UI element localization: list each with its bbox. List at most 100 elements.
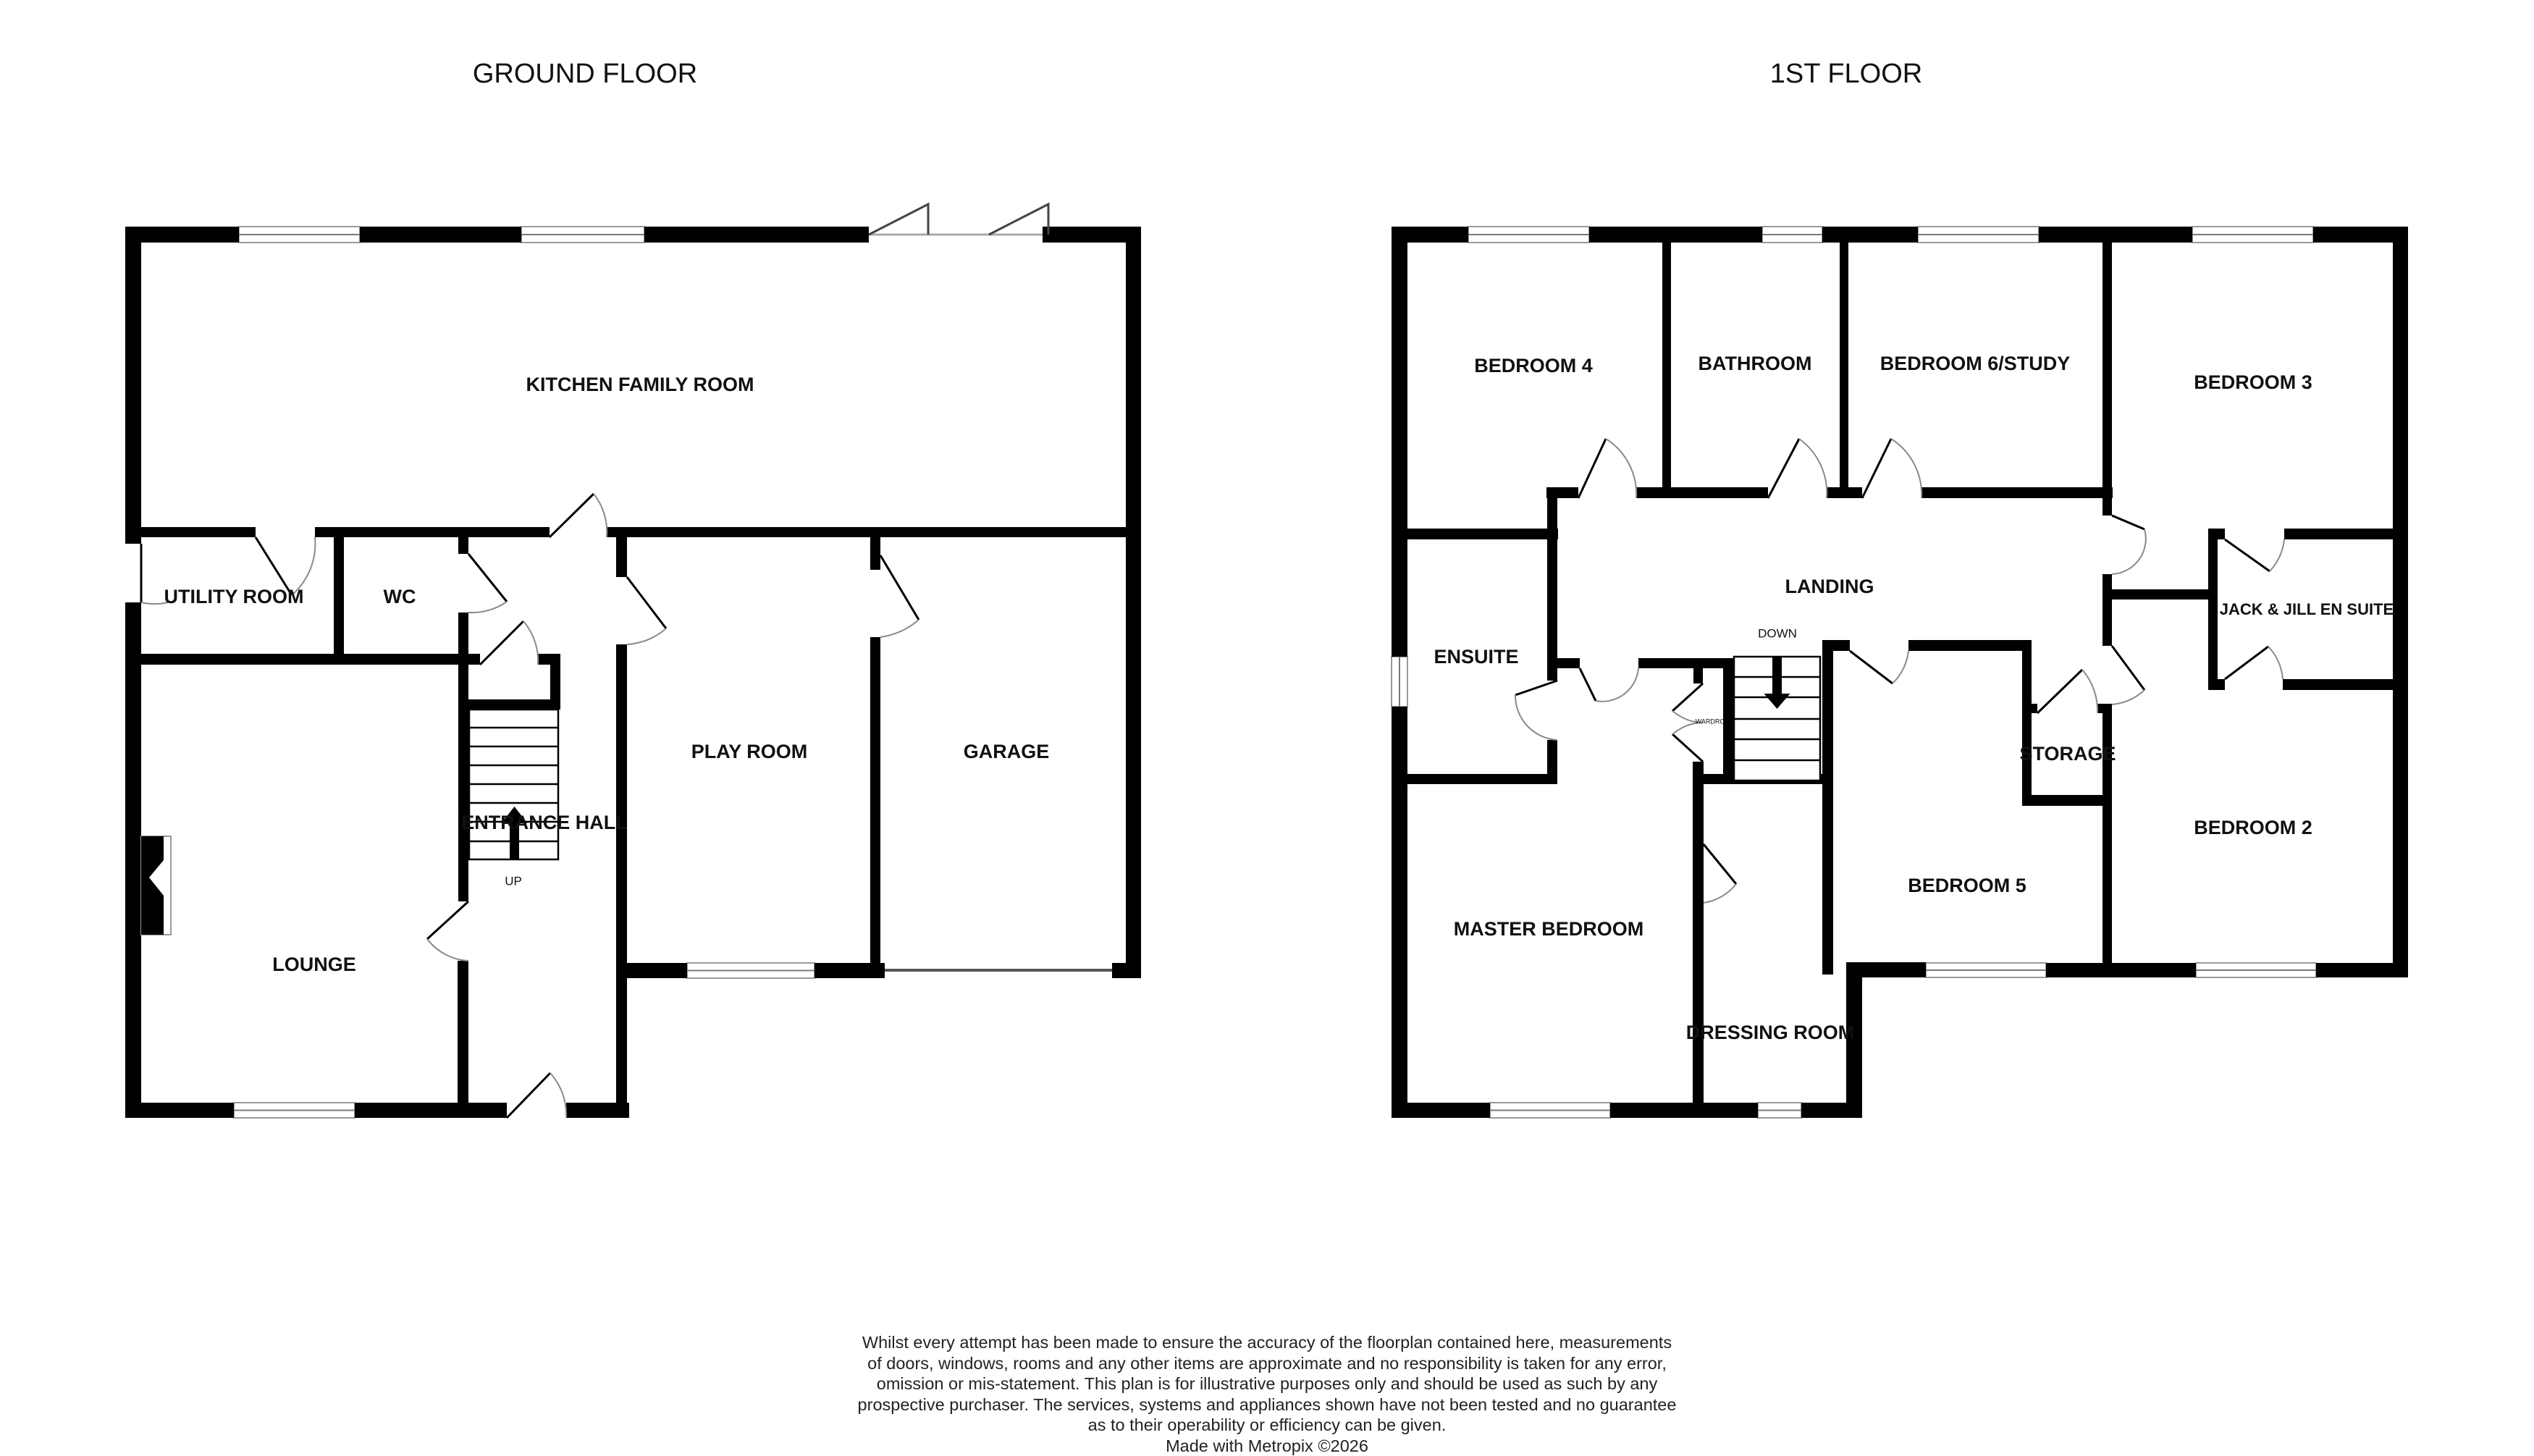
wall-segment	[616, 963, 687, 978]
wall-segment	[2284, 529, 2393, 539]
door-swing-icon	[2037, 670, 2097, 713]
room-label-master-bedroom: MASTER BEDROOM	[1454, 918, 1644, 940]
first-floor-doors	[1515, 439, 2284, 903]
staircase-icon	[1734, 657, 1820, 780]
wall-segment	[2208, 529, 2218, 690]
window-icon	[239, 227, 360, 243]
wall-segment	[1636, 487, 1768, 498]
door-swing-icon	[627, 577, 666, 644]
window-icon	[1490, 1103, 1610, 1118]
wall-segment	[607, 527, 1141, 537]
door-swing-icon	[880, 555, 919, 637]
wall-segment	[1827, 487, 1862, 498]
credit-line: Made with Metropix ©2026	[796, 1436, 1738, 1456]
wardrobe-door-icon	[1672, 683, 1703, 723]
door-swing-icon	[480, 621, 538, 665]
wall-segment	[1126, 227, 1141, 978]
door-swing-icon	[1578, 439, 1636, 498]
stair-direction-label: DOWN	[1758, 626, 1797, 640]
window-icon	[1762, 227, 1822, 243]
door-swing-icon	[2112, 516, 2146, 574]
room-label-jack-jill-en-suite: JACK & JILL EN SUITE	[2220, 600, 2394, 618]
ground-floor-plan: GROUND FLOOR KITCHEN FAMILY ROOMUTILITY …	[125, 59, 1141, 1118]
wall-segment	[315, 527, 550, 537]
wall-segment	[1840, 243, 1848, 498]
wardrobe-door-icon	[1672, 723, 1703, 762]
window-icon	[1926, 963, 2046, 977]
wall-segment	[125, 1103, 234, 1118]
room-label-wardrobe: WARDRO	[1696, 718, 1725, 725]
door-swing-icon	[1862, 439, 1921, 498]
wall-segment	[125, 602, 141, 1118]
wall-segment	[125, 527, 256, 537]
disclaimer-line: prospective purchaser. The services, sys…	[796, 1394, 1738, 1415]
stair-direction-label: UP	[505, 874, 522, 888]
window-icon	[1918, 227, 2039, 243]
wall-segment	[1557, 658, 1580, 668]
fireplace-icon	[141, 836, 171, 935]
door-swing-icon	[1515, 681, 1557, 740]
wall-segment	[644, 227, 869, 243]
window-icon	[521, 227, 644, 243]
disclaimer-line: omission or mis-statement. This plan is …	[796, 1373, 1738, 1394]
door-swing-icon	[2225, 647, 2283, 679]
wall-segment	[1407, 529, 1558, 539]
door-swing-icon	[2225, 539, 2284, 571]
room-label-bedroom-2: BEDROOM 2	[2194, 817, 2312, 838]
wall-segment	[1846, 962, 1926, 977]
wall-segment	[1638, 658, 1734, 668]
wall-segment	[1610, 1103, 1758, 1118]
wall-segment	[2316, 963, 2408, 977]
door-swing-icon	[468, 554, 507, 613]
door-swing-icon	[427, 901, 468, 961]
ground-floor-staircase	[469, 710, 558, 859]
disclaimer-line: as to their operability or efficiency ca…	[796, 1415, 1738, 1436]
wall-segment	[566, 1103, 629, 1118]
wall-segment	[2393, 227, 2408, 977]
window-icon	[1758, 1103, 1801, 1118]
ground-floor-title: GROUND FLOOR	[473, 59, 697, 89]
first-floor-title: 1ST FLOOR	[1770, 59, 1922, 89]
ground-floor-windows	[234, 227, 814, 1118]
room-label-garage: GARAGE	[964, 741, 1050, 762]
door-swing-icon	[1580, 668, 1638, 702]
wall-segment	[1547, 487, 1557, 681]
wall-segment	[141, 654, 480, 665]
wall-segment	[360, 227, 521, 243]
wall-segment	[355, 1103, 507, 1118]
window-icon	[687, 963, 814, 978]
wall-segment	[125, 227, 141, 544]
window-icon	[1392, 657, 1407, 707]
wall-segment	[468, 699, 560, 710]
bifold-door-icon	[869, 204, 1048, 235]
wall-segment	[616, 537, 627, 577]
wall-segment	[1392, 227, 1407, 657]
ground-floor-walls	[125, 227, 1141, 1118]
door-swing-icon	[507, 1073, 566, 1118]
door-swing-icon	[1704, 844, 1736, 903]
wall-segment	[458, 537, 468, 554]
wall-segment	[2022, 795, 2112, 806]
room-label-play-room: PLAY ROOM	[691, 741, 808, 762]
wall-segment	[1822, 640, 1833, 975]
wall-segment	[1392, 1103, 1490, 1118]
wall-segment	[1921, 487, 2113, 498]
room-label-bedroom-6-study: BEDROOM 6/STUDY	[1880, 353, 2071, 374]
wall-segment	[1908, 640, 2032, 651]
room-label-utility-room: UTILITY ROOM	[164, 586, 304, 607]
wall-segment	[2102, 243, 2112, 516]
window-icon	[234, 1103, 355, 1118]
room-label-entrance-hall: ENTRANCE HALL	[461, 812, 628, 833]
wall-segment	[1589, 227, 1762, 243]
door-swing-icon	[2112, 646, 2144, 704]
window-icon	[2192, 227, 2313, 243]
first-floor-staircase	[1734, 657, 1820, 780]
window-icon	[2196, 963, 2316, 977]
wall-segment	[2046, 963, 2196, 977]
wall-segment	[1112, 963, 1141, 978]
disclaimer-line: of doors, windows, rooms and any other i…	[796, 1353, 1738, 1374]
wall-segment	[2112, 589, 2213, 599]
